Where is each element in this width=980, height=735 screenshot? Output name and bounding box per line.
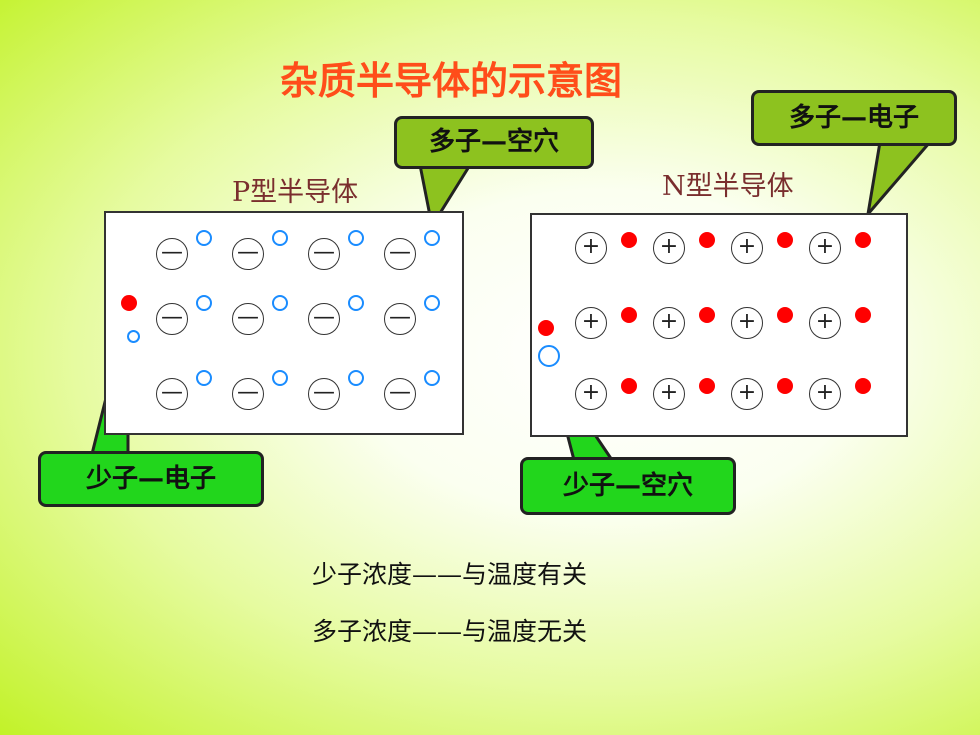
- page-title: 杂质半导体的示意图: [280, 59, 623, 103]
- n-lattice-electron: [621, 232, 637, 248]
- p-lattice-hole: [196, 370, 212, 386]
- p-lattice-hole: [424, 230, 440, 246]
- p-lattice-ion: —: [308, 378, 340, 410]
- n-minority-hole: [538, 345, 560, 367]
- n-type-label: N型半导体: [662, 171, 794, 202]
- note-majority-concentration: 多子浓度——与温度无关: [312, 617, 588, 646]
- p-minority-callout: 少子—电子: [38, 451, 264, 507]
- n-lattice-electron: [855, 307, 871, 323]
- n-lattice-electron: [699, 232, 715, 248]
- p-lattice-hole: [196, 295, 212, 311]
- p-lattice-hole: [272, 370, 288, 386]
- p-lattice-ion: —: [156, 238, 188, 270]
- n-lattice-electron: [855, 378, 871, 394]
- p-lattice-ion: —: [384, 238, 416, 270]
- n-lattice-electron: [621, 378, 637, 394]
- p-lattice-ion: —: [384, 378, 416, 410]
- p-type-lattice: — — — — — — — — — — — —: [104, 211, 464, 435]
- n-edge-electron: [538, 320, 554, 336]
- n-lattice-ion: +: [653, 378, 685, 410]
- p-lattice-hole: [424, 295, 440, 311]
- p-lattice-ion: —: [232, 378, 264, 410]
- n-lattice-ion: +: [809, 232, 841, 264]
- p-lattice-ion: —: [156, 378, 188, 410]
- p-lattice-hole: [424, 370, 440, 386]
- n-lattice-ion: +: [575, 232, 607, 264]
- p-lattice-ion: —: [308, 238, 340, 270]
- p-lattice-hole: [348, 370, 364, 386]
- n-majority-callout: 多子—电子: [751, 90, 957, 146]
- p-lattice-ion: —: [384, 303, 416, 335]
- n-lattice-ion: +: [575, 378, 607, 410]
- note-minority-concentration: 少子浓度——与温度有关: [312, 560, 588, 589]
- p-lattice-hole: [348, 230, 364, 246]
- n-lattice-ion: +: [731, 378, 763, 410]
- p-lattice-hole: [272, 295, 288, 311]
- n-lattice-electron: [777, 232, 793, 248]
- p-lattice-hole: [196, 230, 212, 246]
- n-minority-callout: 少子—空穴: [520, 457, 736, 515]
- p-lattice-ion: —: [232, 238, 264, 270]
- n-lattice-electron: [855, 232, 871, 248]
- n-lattice-ion: +: [809, 378, 841, 410]
- n-lattice-electron: [621, 307, 637, 323]
- n-majority-tail: [866, 140, 932, 216]
- p-edge-hole: [127, 330, 140, 343]
- n-lattice-ion: +: [653, 307, 685, 339]
- n-lattice-ion: +: [809, 307, 841, 339]
- n-lattice-ion: +: [575, 307, 607, 339]
- n-lattice-ion: +: [653, 232, 685, 264]
- p-lattice-ion: —: [308, 303, 340, 335]
- n-lattice-electron: [777, 378, 793, 394]
- n-lattice-electron: [699, 378, 715, 394]
- p-majority-callout: 多子—空穴: [394, 116, 594, 169]
- p-lattice-hole: [348, 295, 364, 311]
- n-lattice-electron: [777, 307, 793, 323]
- n-lattice-electron: [699, 307, 715, 323]
- p-lattice-hole: [272, 230, 288, 246]
- n-lattice-ion: +: [731, 307, 763, 339]
- n-type-lattice: + + + + + + + + + + + +: [530, 213, 908, 437]
- p-lattice-ion: —: [156, 303, 188, 335]
- p-type-label: P型半导体: [232, 177, 359, 208]
- p-lattice-ion: —: [232, 303, 264, 335]
- p-minority-electron: [121, 295, 137, 311]
- n-lattice-ion: +: [731, 232, 763, 264]
